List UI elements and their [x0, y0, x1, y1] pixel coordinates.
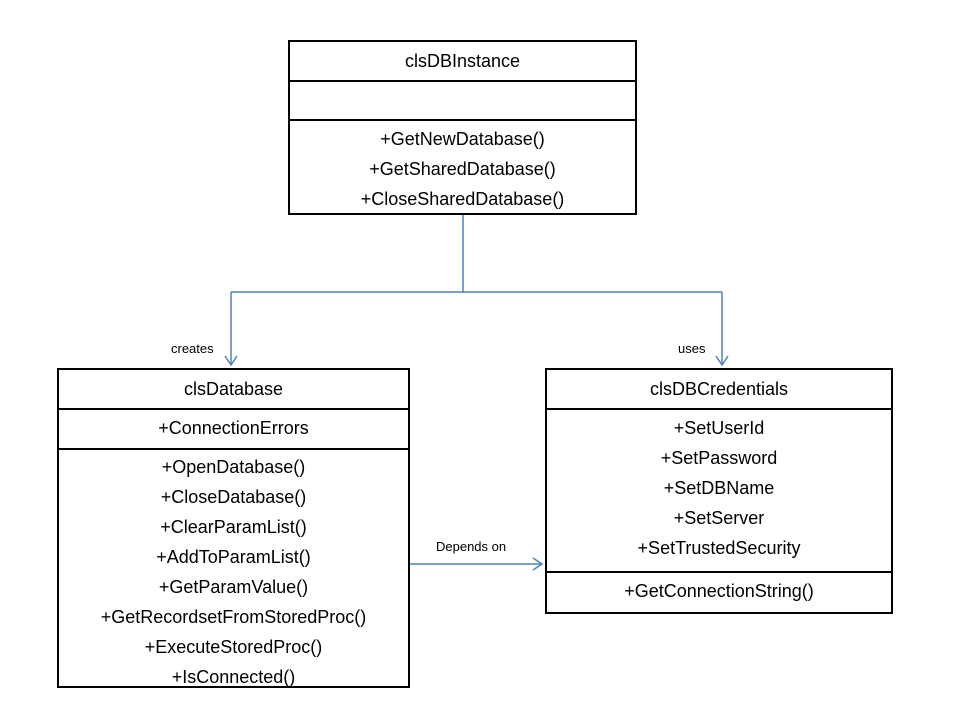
class-box-clsdbinstance: clsDBInstance +GetNewDatabase() +GetShar… — [288, 40, 637, 215]
class-attributes: +ConnectionErrors — [59, 408, 408, 448]
class-title: clsDatabase — [183, 378, 284, 399]
edge-label-creates: creates — [171, 341, 214, 356]
attribute-item: +ConnectionErrors — [158, 418, 309, 438]
edge-uses-arrowhead — [715, 355, 729, 367]
attribute-item: +SetDBName — [663, 478, 775, 498]
method-item: +IsConnected() — [171, 667, 296, 686]
method-item: +ClearParamList() — [160, 517, 307, 537]
method-item: +GetNewDatabase() — [380, 129, 545, 149]
attribute-item: +SetPassword — [660, 448, 778, 468]
method-item: +OpenDatabase() — [161, 457, 306, 477]
method-item: +AddToParamList() — [156, 547, 311, 567]
method-item: +GetConnectionString() — [624, 581, 814, 601]
class-box-clsdatabase: clsDatabase +ConnectionErrors +OpenDatab… — [57, 368, 410, 688]
method-item: +CloseDatabase() — [160, 487, 307, 507]
method-item: +CloseSharedDatabase() — [360, 189, 565, 209]
attribute-item: +SetServer — [673, 508, 765, 528]
method-item: +GetRecordsetFromStoredProc() — [100, 607, 367, 627]
edge-creates-arrowhead — [224, 355, 238, 367]
class-methods: +GetNewDatabase() +GetSharedDatabase() +… — [290, 119, 635, 213]
edge-label-uses: uses — [678, 341, 706, 356]
class-methods: +OpenDatabase() +CloseDatabase() +ClearP… — [59, 448, 408, 686]
class-title: clsDBCredentials — [649, 378, 789, 399]
attribute-item: +SetUserId — [673, 418, 765, 438]
attribute-item: +SetTrustedSecurity — [637, 538, 801, 558]
class-attributes: +SetUserId +SetPassword +SetDBName +SetS… — [547, 408, 891, 571]
edge-depends-on-arrowhead — [532, 557, 544, 571]
method-item: +ExecuteStoredProc() — [144, 637, 323, 657]
class-attributes-empty — [290, 80, 635, 119]
class-title: clsDBInstance — [404, 50, 521, 71]
class-methods: +GetConnectionString() — [547, 571, 891, 612]
edge-label-depends-on: Depends on — [436, 539, 507, 554]
method-item: +GetSharedDatabase() — [369, 159, 556, 179]
method-item: +GetParamValue() — [158, 577, 309, 597]
class-box-clsdbcredentials: clsDBCredentials +SetUserId +SetPassword… — [545, 368, 893, 614]
